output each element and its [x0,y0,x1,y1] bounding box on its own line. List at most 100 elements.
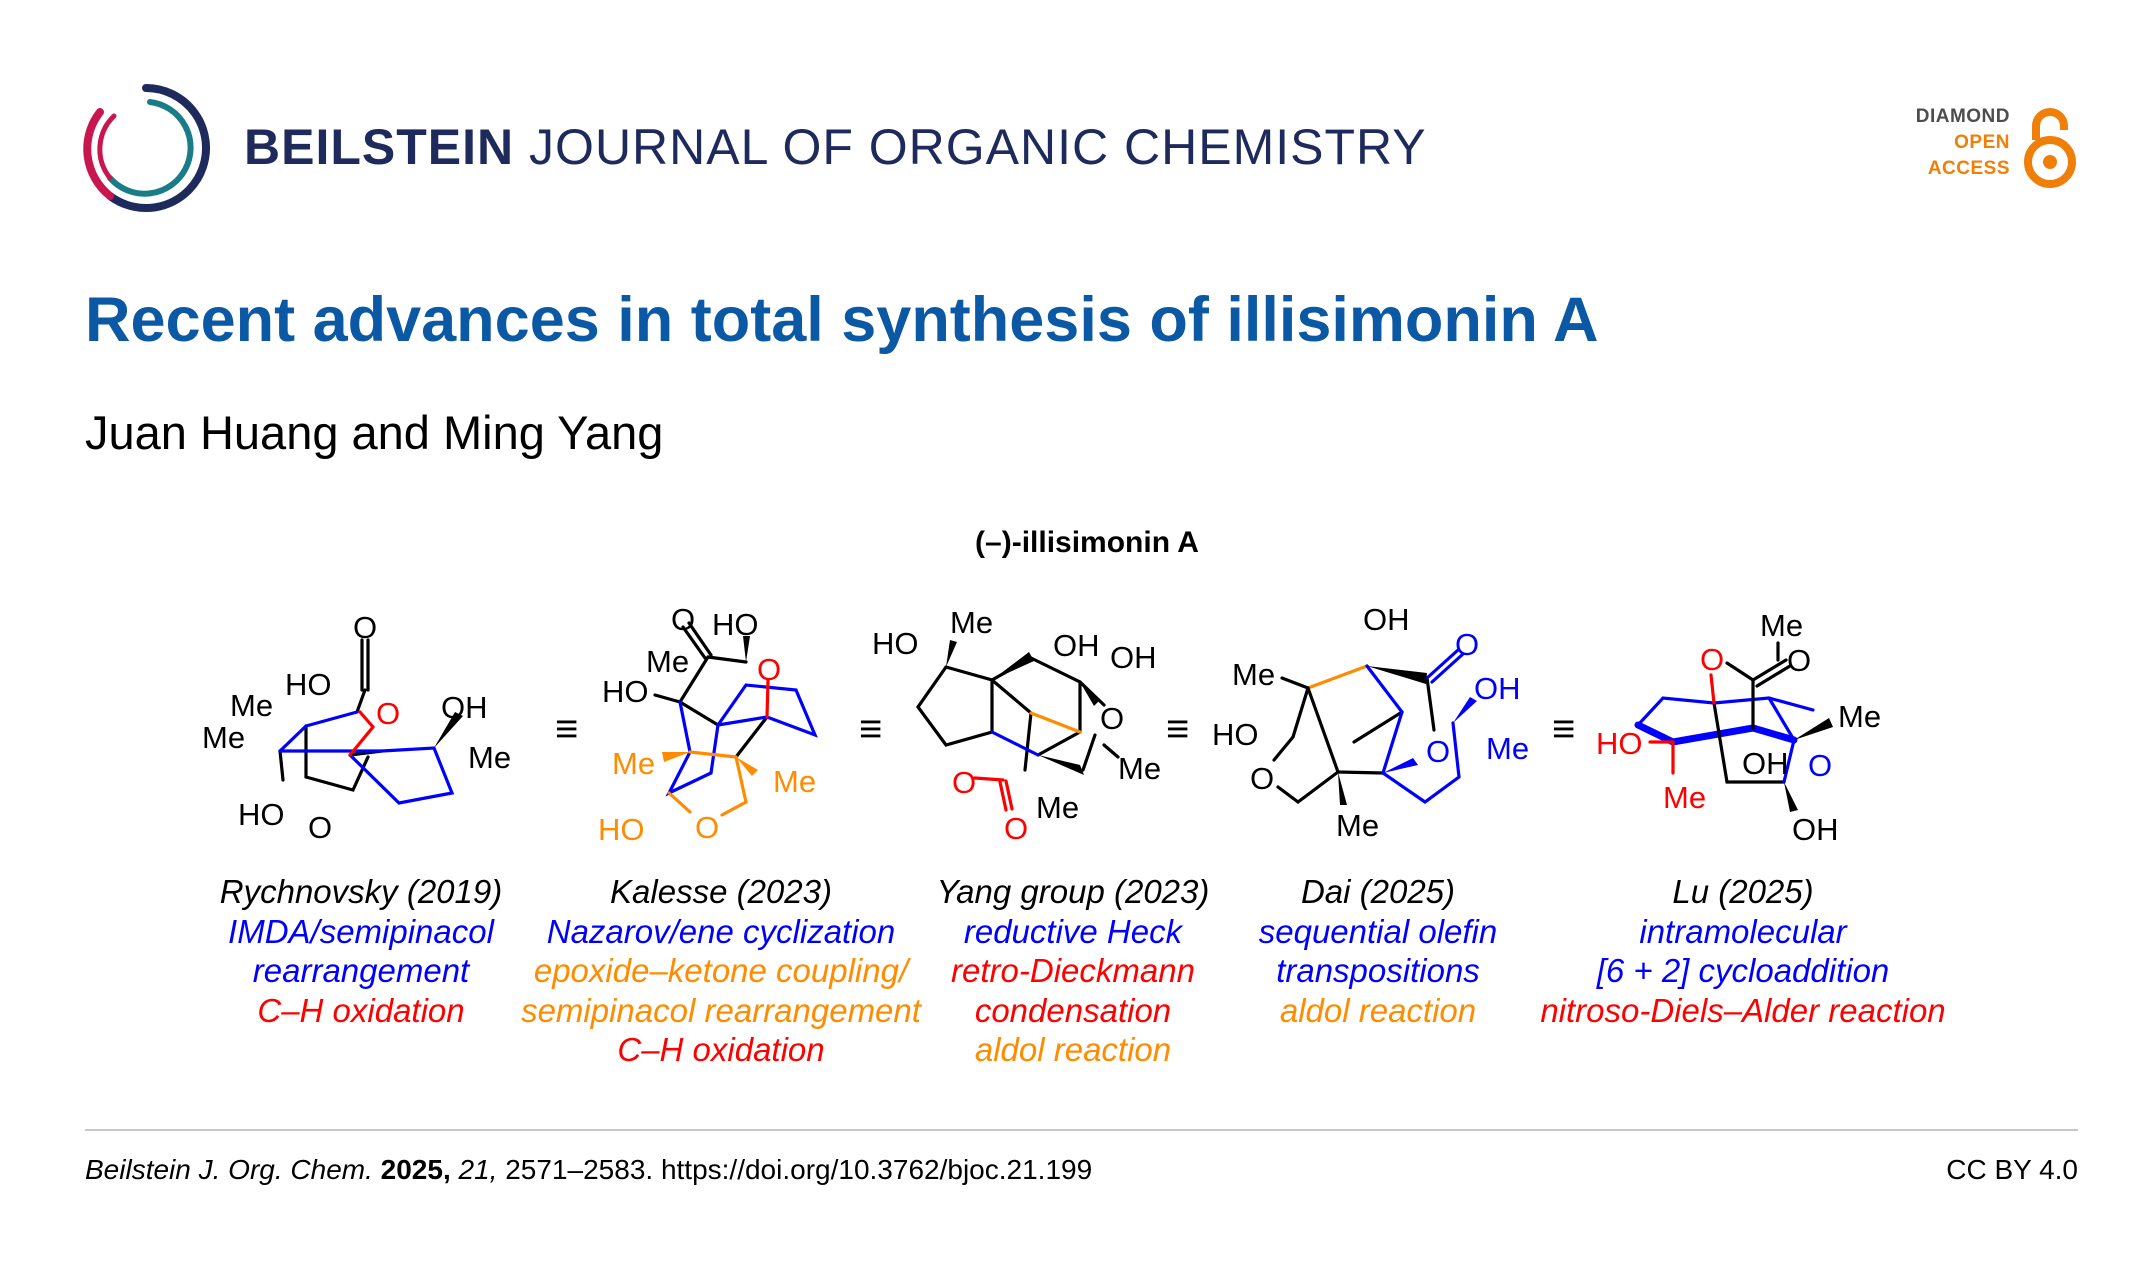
structure-yang: Me HO OH OH O Me O Me O [872,605,1161,846]
badge-line: OPEN [1954,132,2010,153]
structure-kalesse: O HO Me HO O Me Me HO O [598,602,818,847]
caption-line: semipinacol rearrangement [521,991,921,1029]
atom-label: HO [872,626,919,661]
figure-title: (–)-illisimonin A [975,526,1199,559]
citation-pages-doi[interactable]: 2571–2583. https://doi.org/10.3762/bjoc.… [505,1154,1093,1185]
caption-author: Rychnovsky (2019) [219,873,503,910]
caption-line: nitroso-Diels–Alder reaction [1540,991,1946,1029]
atom-label: Me [646,644,689,679]
caption-line: IMDA/semipinacol [228,912,494,950]
atom-label: Me [202,720,245,755]
caption-line: C–H oxidation [257,991,465,1029]
atom-label: O [353,610,377,645]
equivalence-symbol: ≡ [1552,707,1575,751]
atom-label: O [952,765,976,800]
caption-kalesse: Kalesse (2023) Nazarov/ene cyclization e… [501,872,941,1070]
atom-label: HO [602,674,649,709]
atom-label: O [695,810,719,845]
caption-line: rearrangement [252,952,470,989]
caption-line: C–H oxidation [617,1031,825,1068]
caption-rychnovsky: Rychnovsky (2019) IMDA/semipinacol rearr… [141,872,581,1030]
caption-line: transpositions [1276,952,1480,989]
atom-label: OH [1792,812,1839,847]
atom-label: OH [1474,671,1521,706]
atom-labels: O HO O OH Me Me Me HO O [202,610,511,845]
atom-label: HO [1212,717,1259,752]
atom-label: HO [598,812,645,847]
atom-label: O [1004,811,1028,846]
diamond-open-access-badge: DIAMOND OPEN ACCESS [1890,104,2080,190]
atom-label: HO [712,607,759,642]
atom-label: O [308,810,332,845]
atom-label: HO [1596,726,1643,761]
atom-label: OH [441,690,488,725]
caption-line: epoxide–ketone coupling/ [533,952,909,989]
open-lock-icon [2024,108,2076,188]
atom-label: O [376,696,400,731]
equivalence-symbol: ≡ [859,707,882,751]
structure-dai: OH O Me OH HO Me O O Me [1212,602,1529,843]
atom-label: Me [1486,731,1529,766]
atom-label: O [1100,701,1124,736]
caption-line: retro-Dieckmann [951,952,1195,989]
journal-name: BEILSTEIN JOURNAL OF ORGANIC CHEMISTRY [244,118,1427,176]
equivalence-symbol: ≡ [555,707,578,751]
citation-volume: 21, [458,1154,498,1185]
caption-line: intramolecular [1639,912,1847,950]
caption-line: Nazarov/ene cyclization [546,912,896,950]
citation: Beilstein J. Org. Chem. 2025, 21, 2571–2… [85,1154,1092,1186]
structure-rychnovsky: O HO O OH Me Me Me HO O [202,610,511,845]
caption-lu: Lu (2025) intramolecular [6 + 2] cycload… [1523,872,1963,1030]
caption-author: Kalesse (2023) [610,873,832,910]
atom-label: O [1787,643,1811,678]
atom-label: Me [1760,608,1803,643]
atom-label: OH [1742,746,1789,781]
atom-label: OH [1110,640,1157,675]
atom-label: Me [468,740,511,775]
citation-journal: Beilstein J. Org. Chem. [85,1154,373,1185]
atom-label: HO [285,667,332,702]
caption-line: aldol reaction [974,1031,1172,1068]
caption-yang: Yang group (2023) reductive Heck retro-D… [853,872,1293,1070]
footer-divider [85,1129,2078,1131]
beilstein-logo [83,84,210,212]
atom-label: O [1426,734,1450,769]
badge-line: DIAMOND [1915,106,2010,127]
journal-name-rest: JOURNAL OF ORGANIC CHEMISTRY [529,119,1427,175]
caption-line: condensation [974,991,1172,1029]
caption-line: aldol reaction [1279,991,1477,1029]
atom-label: Me [773,764,816,799]
atom-label: O [757,652,781,687]
article-title: Recent advances in total synthesis of il… [85,285,1599,355]
caption-line: reductive Heck [963,912,1183,950]
license: CC BY 4.0 [1946,1154,2078,1185]
atom-label: O [1700,642,1724,677]
article-authors: Juan Huang and Ming Yang [85,406,664,459]
atom-label: O [671,602,695,637]
atom-label: OH [1363,602,1410,637]
atom-label: Me [1118,751,1161,786]
structure-lu: Me O O Me HO OH O Me OH [1596,608,1881,847]
citation-year: 2025, [380,1154,451,1185]
caption-author: Lu (2025) [1672,873,1814,910]
badge-line: ACCESS [1927,158,2010,179]
caption-line: [6 + 2] cycloaddition [1596,952,1890,989]
atom-label: O [1808,748,1832,783]
atom-label: OH [1053,628,1100,663]
atom-label: HO [238,797,285,832]
journal-name-bold: BEILSTEIN [244,119,515,175]
caption-dai: Dai (2025) sequential olefin transpositi… [1158,872,1598,1030]
atom-label: Me [1838,699,1881,734]
caption-author: Yang group (2023) [936,873,1210,910]
atom-label: O [1250,761,1274,796]
caption-author: Dai (2025) [1300,873,1456,910]
atom-label: Me [1036,790,1079,825]
atom-label: Me [950,605,993,640]
atom-label: O [1455,627,1479,662]
atom-label: Me [612,746,655,781]
atom-label: Me [1336,808,1379,843]
atom-label: Me [1663,780,1706,815]
caption-line: sequential olefin [1258,912,1498,950]
atom-label: Me [1232,657,1275,692]
